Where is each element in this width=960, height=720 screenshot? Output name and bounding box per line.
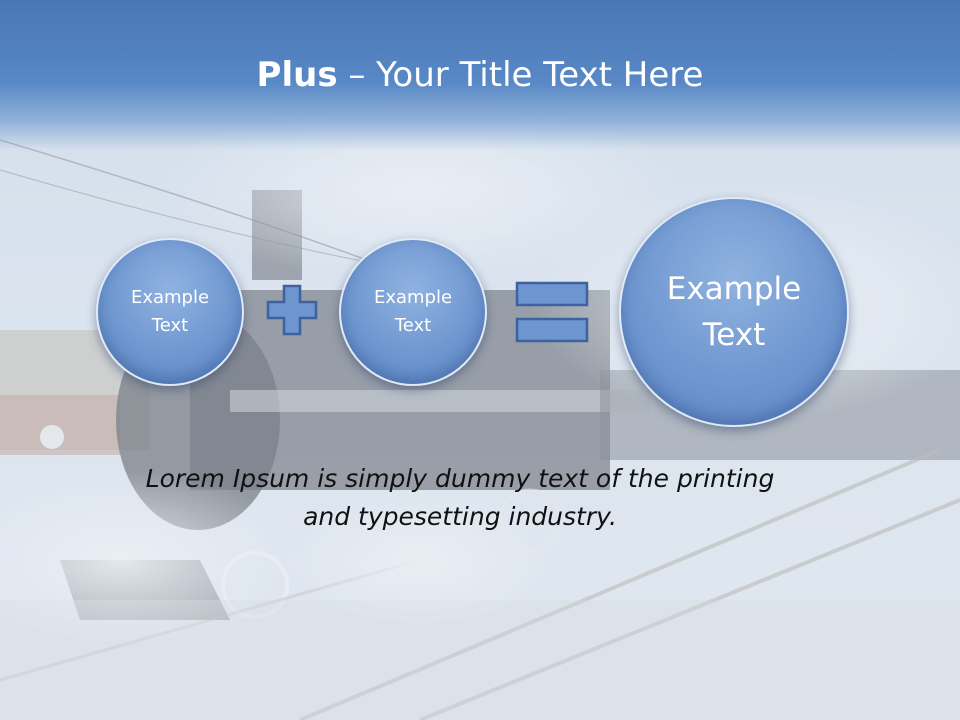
circle-2-line-1: Example [373,287,453,308]
caption-line-1: Lorem Ipsum is simply dummy text of the … [145,464,775,493]
caption-line-2: and typesetting industry. [303,502,617,531]
circle-1-line-1: Example [130,287,210,308]
title-bold: Plus [256,55,338,95]
title-band [0,0,960,150]
caption-text: Lorem Ipsum is simply dummy text of the … [100,460,820,536]
slide-title: Plus – Your Title Text Here [0,52,960,98]
equals-icon [515,281,589,343]
example-circle-result: Example Text [619,197,849,427]
plus-icon [266,284,318,336]
example-circle-2: Example Text [339,238,487,386]
title-rest: – Your Title Text Here [337,55,704,95]
circle-3-line-2: Text [702,317,766,353]
circle-3-line-1: Example [666,271,802,307]
circle-2-line-2: Text [394,315,432,336]
circle-1-line-2: Text [151,315,189,336]
example-circle-1: Example Text [96,238,244,386]
